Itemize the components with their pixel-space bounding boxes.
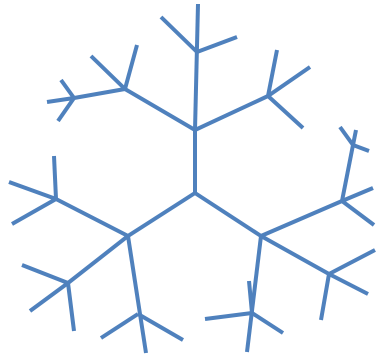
snowflake-center	[128, 130, 261, 236]
snowflake-left-arm	[9, 156, 183, 353]
snowflake-icon	[9, 4, 375, 353]
snowflake-top-arm	[47, 4, 310, 130]
snowflake-right-arm	[205, 127, 375, 352]
